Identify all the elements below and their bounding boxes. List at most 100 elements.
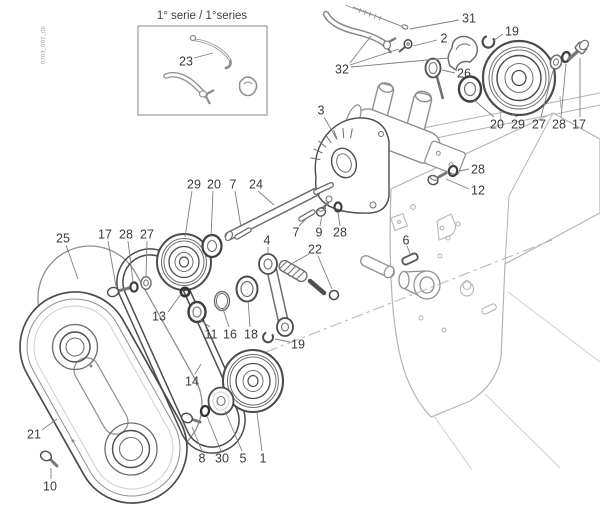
bolt-8 [180, 412, 202, 424]
part-label-9: 9 [316, 226, 323, 240]
part-label-7: 7 [293, 226, 300, 240]
plate-5 [207, 386, 235, 416]
part-label-1: 1 [260, 452, 267, 466]
part-label-14: 14 [185, 375, 199, 389]
leader-line-22 [290, 253, 310, 265]
snap-ring-top-icon [481, 35, 496, 49]
leader-line-28 [337, 212, 341, 227]
part-label-29: 29 [187, 178, 201, 192]
bolt-9 [315, 201, 330, 217]
leader-line-23 [193, 52, 214, 59]
part-label-4: 4 [264, 234, 271, 248]
chassis-panel [389, 112, 600, 471]
leader-line-29 [184, 190, 193, 238]
part-label-17: 17 [98, 228, 112, 242]
hub-18 [235, 275, 259, 303]
leader-line-18 [247, 299, 251, 328]
control-lever [322, 10, 397, 54]
leader-line-20 [473, 99, 495, 118]
part-label-8: 8 [199, 452, 206, 466]
part-label-30: 30 [215, 452, 229, 466]
leader-line-16 [222, 308, 230, 328]
part-label-31: 31 [462, 12, 476, 26]
leader-line-17 [107, 240, 117, 287]
bolt-12-group [427, 164, 459, 186]
part-label-6: 6 [403, 234, 410, 248]
leader-line-28 [458, 168, 470, 172]
part-label-3: 3 [318, 104, 325, 118]
pin-7-right [298, 209, 316, 222]
part-label-28: 28 [552, 118, 566, 132]
leader-line-2 [412, 39, 438, 47]
part-label-32: 32 [335, 63, 349, 77]
inset-bracket [238, 76, 258, 97]
part-label-7: 7 [230, 178, 237, 192]
leader-line-13 [167, 293, 182, 313]
part-label-13: 13 [152, 310, 166, 324]
spring-22 [278, 259, 308, 283]
part-label-12: 12 [471, 184, 485, 198]
control-cable [344, 4, 409, 30]
shaft-24 [224, 182, 334, 242]
part-label-29: 29 [511, 118, 525, 132]
part-label-18: 18 [244, 328, 258, 342]
part-label-17: 17 [572, 118, 586, 132]
leader-line-25 [65, 244, 79, 280]
part-label-26: 26 [457, 67, 471, 81]
bolt-10 [39, 450, 59, 468]
washer-27-left [140, 276, 152, 291]
leader-line-28 [127, 240, 134, 283]
leader-line-7 [298, 218, 307, 227]
inset-title: 1° serie / 1°series [157, 10, 248, 22]
leader-line-21 [41, 418, 58, 431]
part-label-28: 28 [333, 226, 347, 240]
inset-lever [163, 72, 215, 105]
leader-line-3 [323, 116, 337, 139]
bushing-11 [187, 300, 207, 324]
part-label-27: 27 [140, 228, 154, 242]
leader-line-14 [194, 363, 202, 375]
o-ring-13 [179, 286, 191, 298]
leader-line-11 [199, 319, 211, 328]
leader-line-9 [319, 214, 323, 227]
part-label-20: 20 [490, 118, 504, 132]
bolt-17-right [567, 39, 590, 61]
part-label-19: 19 [505, 25, 519, 39]
leader-line-27 [540, 70, 554, 118]
sector-plate [310, 117, 390, 214]
leader-line-19 [492, 33, 504, 42]
part-label-2: 2 [441, 32, 448, 46]
ring-16 [213, 290, 231, 312]
leader-line-32 [350, 57, 450, 68]
leader-line-12 [445, 178, 470, 190]
part-label-16: 16 [223, 328, 237, 342]
bushing-upper-right [457, 75, 483, 103]
part-label-10: 10 [43, 480, 57, 494]
washer-28-left [129, 281, 139, 293]
leader-line-26 [441, 69, 456, 74]
leader-line-32 [349, 48, 400, 66]
leader-line-27 [145, 240, 148, 278]
leader-line-6 [406, 245, 412, 257]
part-label-21: 21 [27, 428, 41, 442]
inset-box: 1° serie / 1°series [137, 10, 268, 116]
pulley-left-center [156, 233, 212, 291]
lever-bracket [447, 35, 479, 72]
pin-22 [307, 278, 327, 296]
assembly-centerline [265, 239, 553, 353]
washer-27-right [549, 54, 563, 70]
part-label-25: 25 [56, 232, 70, 246]
part-label-11: 11 [205, 328, 218, 342]
pin-7-left [234, 227, 252, 240]
crank-arm [258, 253, 294, 337]
pivot-stub [360, 255, 395, 279]
leader-line-8 [191, 426, 203, 452]
pulley-bottom [221, 348, 285, 414]
part-label-24: 24 [249, 178, 263, 192]
part-label-27: 27 [532, 118, 546, 132]
key-6 [401, 252, 419, 266]
bolt-17-left [106, 286, 131, 298]
